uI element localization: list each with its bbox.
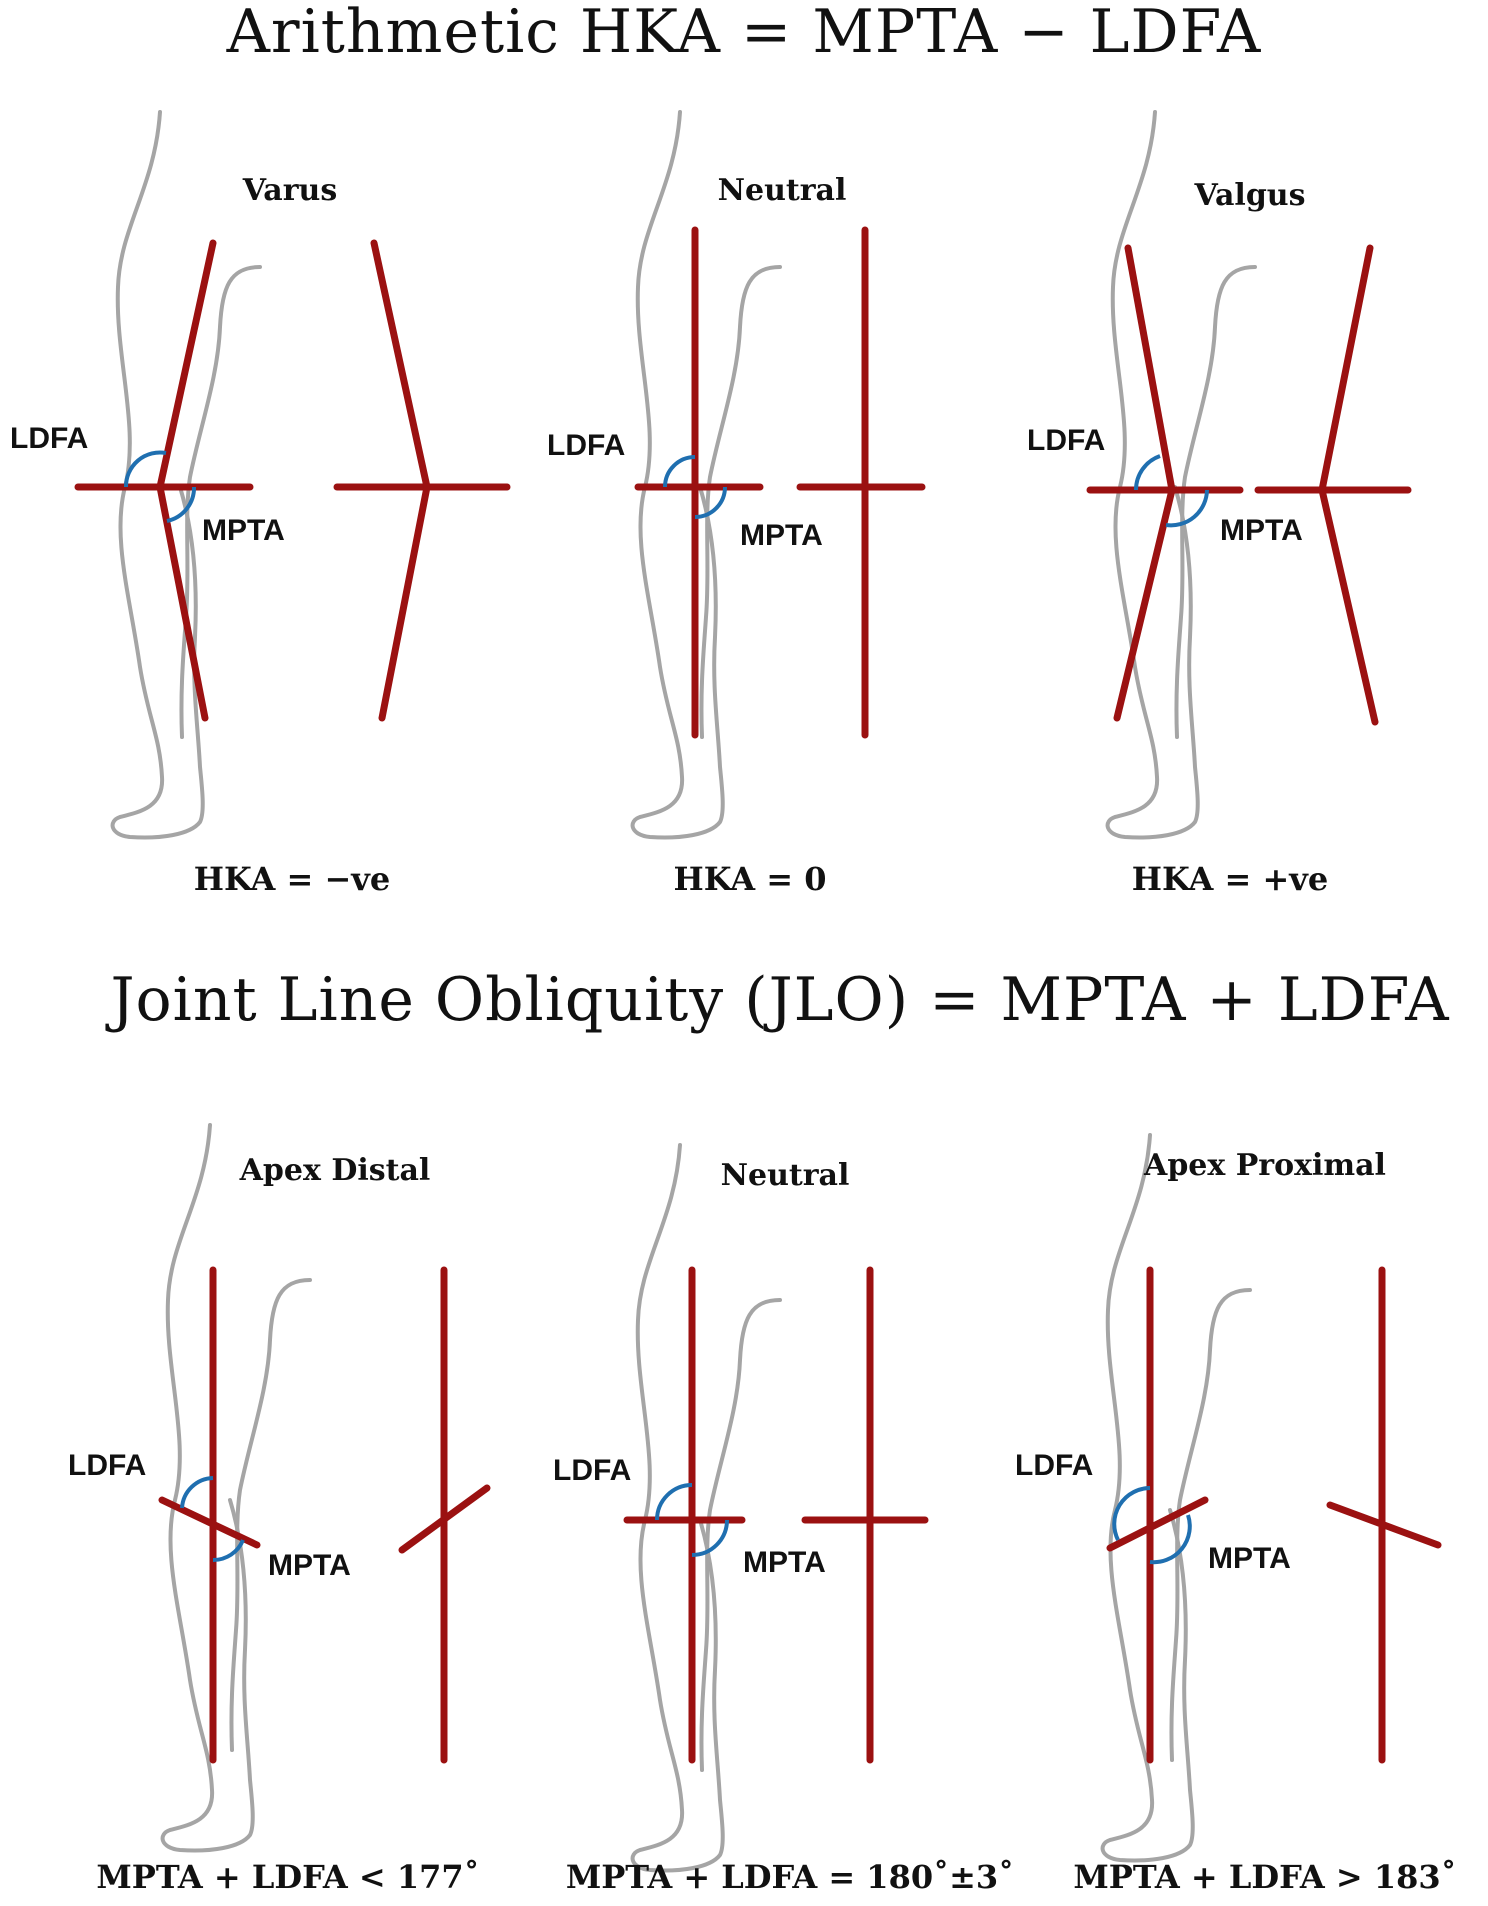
leg-silhouette <box>110 110 262 840</box>
panel-neutral-hka: Neutral LDFA MPTA HKA = 0 <box>547 110 926 898</box>
mpta-arc <box>694 486 727 519</box>
panel-title: Valgus <box>1193 178 1305 213</box>
mpta-arc <box>1149 1514 1192 1565</box>
panel-neutral-jlo: Neutral LDFA MPTA MPTA + LDFA = 180˚±3˚ <box>553 1143 1014 1896</box>
mpta-label: MPTA <box>1220 514 1303 547</box>
leg-silhouette <box>630 110 782 840</box>
panel-formula: MPTA + LDFA > 183˚ <box>1073 1858 1456 1896</box>
tibial-axis <box>1113 486 1176 722</box>
panel-title: Varus <box>242 173 337 208</box>
joint-line-oblique <box>1106 1496 1209 1552</box>
schematic-tibial-axis <box>378 483 431 722</box>
ldfa-arc <box>655 1483 693 1521</box>
panel-formula: HKA = −ve <box>194 860 390 898</box>
section-title-jlo: Joint Line Obliquity (JLO) = MPTA + LDFA <box>104 965 1449 1035</box>
joint-line-oblique <box>158 1496 261 1549</box>
panel-formula: HKA = +ve <box>1132 860 1328 898</box>
ldfa-label: LDFA <box>10 422 88 455</box>
ldfa-arc <box>1133 454 1161 491</box>
schematic-tibial-axis <box>1318 486 1379 726</box>
schematic-femoral-axis <box>370 239 431 491</box>
leg-silhouette <box>630 1143 782 1873</box>
ldfa-label: LDFA <box>553 1454 631 1487</box>
mpta-label: MPTA <box>202 514 285 547</box>
schematic-joint-line <box>398 1484 491 1554</box>
ldfa-label: LDFA <box>1027 424 1105 457</box>
panel-valgus: Valgus LDFA MPTA HKA = +ve <box>1027 110 1412 898</box>
mpta-arc <box>691 1519 729 1557</box>
mpta-label: MPTA <box>740 519 823 552</box>
mpta-label: MPTA <box>743 1546 826 1579</box>
ldfa-label: LDFA <box>547 429 625 462</box>
ldfa-arc <box>663 455 696 488</box>
panel-apex-proximal: Apex Proximal LDFA MPTA MPTA + LDFA > 18… <box>1015 1133 1457 1896</box>
schematic-joint-line <box>1326 1501 1442 1549</box>
panel-title: Apex Distal <box>239 1153 431 1188</box>
mpta-arc <box>212 1539 245 1563</box>
mpta-arc <box>1165 489 1209 528</box>
panel-formula: MPTA + LDFA < 177˚ <box>96 1858 479 1896</box>
ldfa-label: LDFA <box>1015 1449 1093 1482</box>
mpta-label: MPTA <box>268 1549 351 1582</box>
femoral-axis <box>1124 244 1176 494</box>
panel-title: Neutral <box>718 173 847 208</box>
schematic-femoral-axis <box>1318 244 1374 494</box>
ldfa-arc <box>1112 1486 1151 1541</box>
panel-varus: Varus LDFA MPTA HKA = −ve <box>10 110 511 898</box>
panel-formula: MPTA + LDFA = 180˚±3˚ <box>566 1858 1014 1896</box>
panel-title: Neutral <box>721 1158 850 1193</box>
panel-title: Apex Proximal <box>1143 1148 1386 1183</box>
section-title-hka: Arithmetic HKA = MPTA − LDFA <box>226 0 1262 67</box>
mpta-label: MPTA <box>1208 1542 1291 1575</box>
tibial-axis <box>156 483 209 722</box>
mpta-arc <box>166 486 197 523</box>
panel-formula: HKA = 0 <box>674 860 827 898</box>
leg-silhouette <box>160 1123 312 1853</box>
ldfa-arc <box>180 1476 214 1509</box>
ldfa-arc <box>123 450 167 488</box>
panel-apex-distal: Apex Distal LDFA MPTA MPTA + LDFA < 177˚ <box>68 1123 491 1896</box>
femoral-axis <box>156 239 217 491</box>
leg-silhouette <box>1105 110 1257 840</box>
ldfa-label: LDFA <box>68 1449 146 1482</box>
